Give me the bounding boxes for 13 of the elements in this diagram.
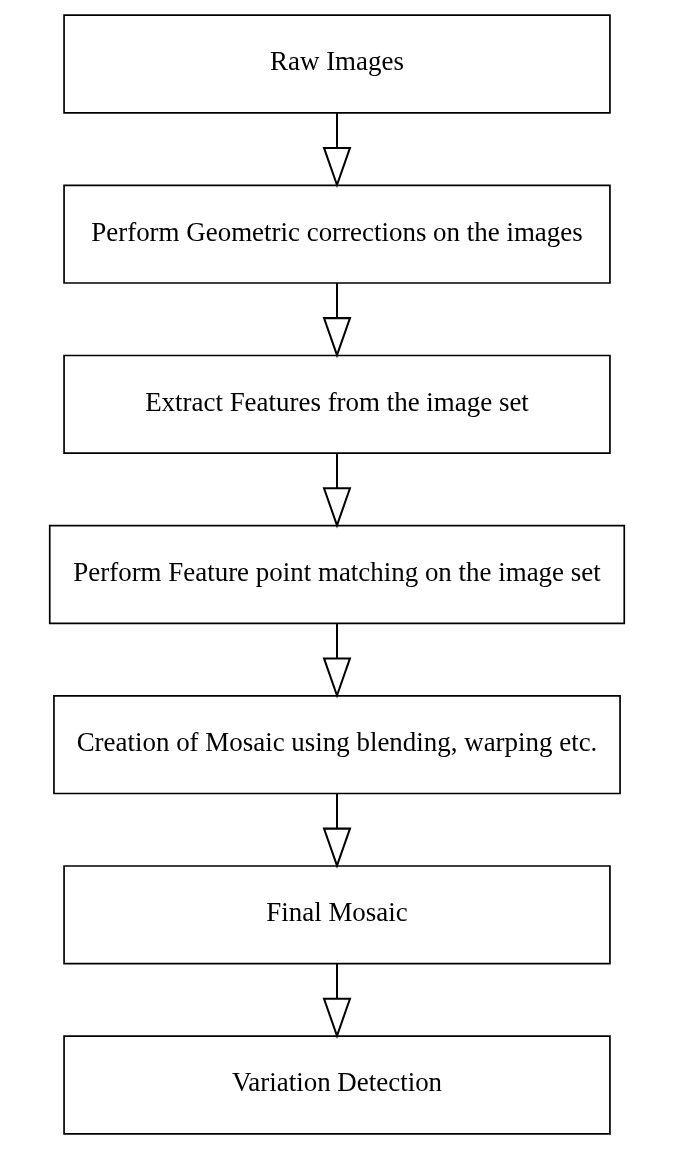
arrow [322,283,351,359]
node-box: Extract Features from the image set [62,354,611,455]
node-box: Variation Detection [62,1035,611,1135]
node-box: Raw Images [62,14,611,114]
arrow [322,453,351,529]
arrow [322,963,351,1039]
node-box: Final Mosaic [62,865,611,965]
arrow [322,113,351,189]
node-box: Creation of Mosaic using blending, warping etc. [52,694,621,795]
node-box: Perform Feature point matching on the image set [48,524,625,625]
node-box: Perform Geometric corrections on the images [62,184,611,284]
arrow [322,793,351,869]
arrow [322,623,351,699]
